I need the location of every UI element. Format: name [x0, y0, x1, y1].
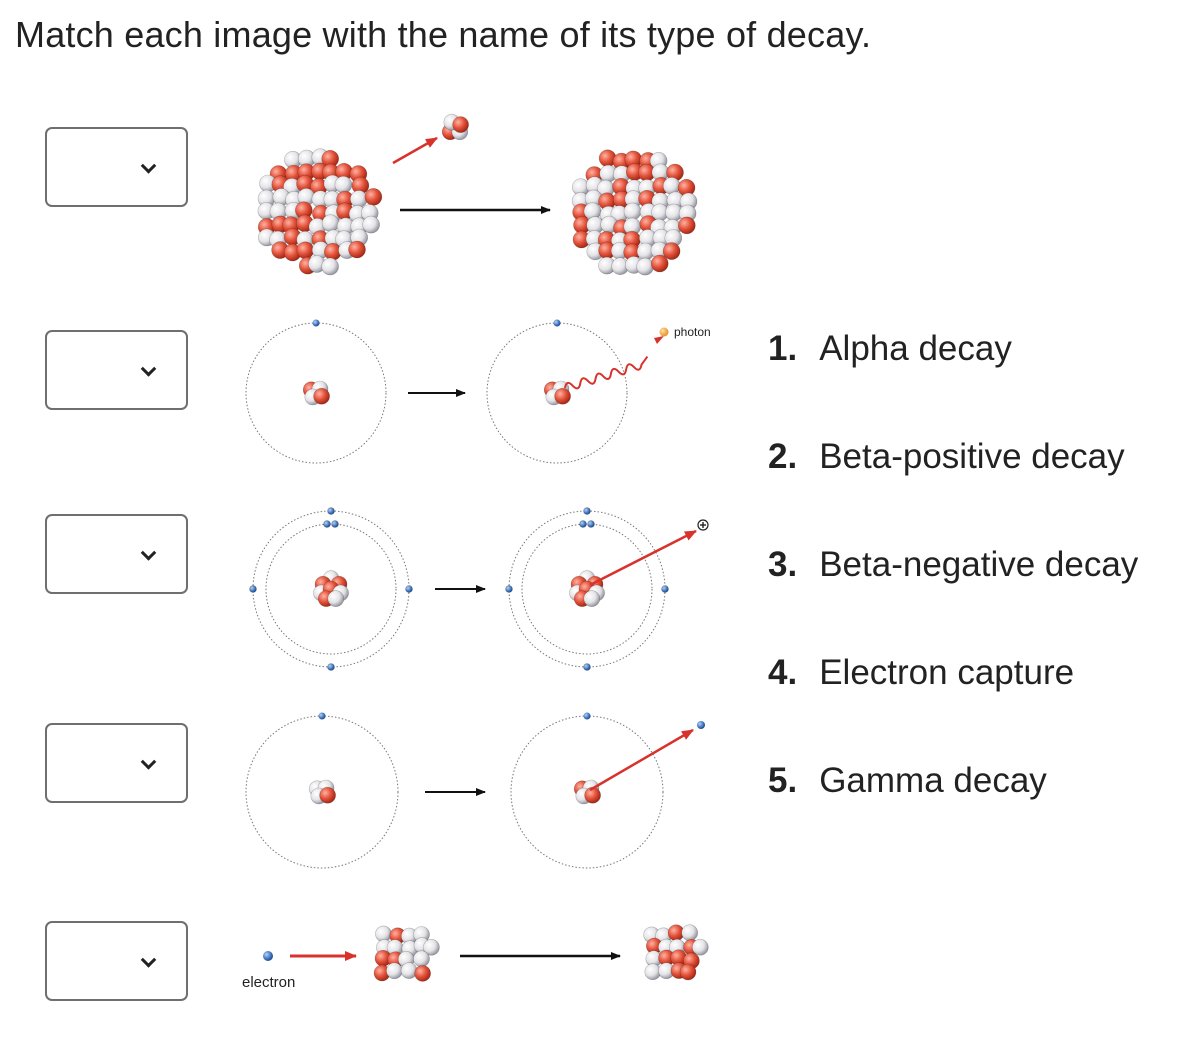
electron — [579, 520, 587, 528]
option-label: Electron capture — [819, 653, 1075, 692]
proton — [650, 254, 669, 273]
electron — [249, 585, 257, 593]
neutron — [413, 950, 430, 968]
option-5: 5. Gamma decay — [768, 761, 1047, 801]
option-4: 4. Electron capture — [768, 653, 1074, 693]
neutron — [327, 590, 345, 607]
option-number: 2. — [768, 437, 798, 476]
electron — [583, 507, 591, 515]
alpha-particle — [441, 113, 469, 141]
neutron — [681, 924, 699, 942]
captured-electron — [263, 951, 273, 961]
gamma-decay-figure: photon — [245, 319, 711, 464]
proton — [313, 387, 330, 405]
electron — [327, 663, 335, 671]
daughter-nucleus — [573, 779, 601, 805]
parent-nucleus — [373, 925, 440, 982]
neutron — [321, 214, 340, 232]
electron — [661, 585, 669, 593]
parent-nucleus — [308, 779, 336, 805]
neutron — [623, 202, 642, 221]
alpha-decay-figure — [257, 113, 698, 276]
beta-negative-decay-figure — [245, 712, 705, 869]
electron-label: electron — [242, 974, 295, 991]
electron — [327, 507, 335, 515]
photon — [659, 327, 669, 337]
option-number: 1. — [768, 329, 798, 368]
neutron — [400, 962, 418, 979]
parent-nucleus — [313, 570, 349, 607]
option-number: 4. — [768, 653, 798, 692]
photon-wave — [564, 355, 649, 390]
electron-capture-figure: electron — [242, 924, 709, 991]
neutron — [349, 190, 368, 208]
neutron — [636, 257, 654, 276]
proton — [348, 240, 366, 259]
daughter-nucleus — [571, 149, 698, 276]
parent-nucleus — [302, 380, 330, 406]
proton — [364, 188, 383, 206]
neutron — [321, 257, 339, 276]
neutron — [334, 175, 353, 194]
electron — [505, 585, 513, 593]
electron — [323, 520, 331, 528]
proton — [319, 786, 336, 804]
option-2: 2. Beta-positive decay — [768, 437, 1125, 477]
option-number: 5. — [768, 761, 798, 800]
proton — [554, 387, 571, 405]
decay-figures: photon electron — [242, 113, 711, 991]
electron — [553, 319, 561, 327]
photon-label: photon — [674, 325, 711, 339]
beta-positive-decay-figure — [249, 507, 709, 671]
option-label: Gamma decay — [819, 761, 1047, 800]
neutron — [691, 938, 709, 956]
electron — [318, 712, 326, 720]
proton — [452, 116, 469, 133]
beta-electron — [697, 721, 705, 729]
proton — [677, 216, 696, 235]
inner-orbit — [521, 523, 653, 655]
daughter-nucleus — [643, 924, 709, 981]
electron — [587, 520, 595, 528]
answer-dropdown-4[interactable] — [45, 723, 188, 803]
neutron — [386, 962, 403, 980]
daughter-nucleus — [543, 380, 571, 406]
option-label: Beta-negative decay — [819, 545, 1139, 584]
answer-dropdown-3[interactable] — [45, 514, 188, 594]
electron — [312, 319, 320, 327]
neutron — [583, 590, 601, 607]
proton — [414, 965, 431, 982]
option-number: 3. — [768, 545, 798, 584]
option-1: 1. Alpha decay — [768, 329, 1012, 369]
proton — [679, 963, 697, 981]
neutron — [362, 215, 380, 234]
electron — [405, 585, 413, 593]
parent-nucleus — [257, 148, 383, 276]
inner-orbit — [265, 523, 397, 655]
neutron — [423, 938, 440, 956]
option-label: Beta-positive decay — [819, 437, 1125, 476]
electron — [331, 520, 339, 528]
answer-dropdown-2[interactable] — [45, 330, 188, 410]
proton — [296, 241, 315, 260]
proton — [662, 242, 681, 260]
electron — [583, 712, 591, 720]
daughter-nucleus — [569, 570, 605, 607]
emission-arrow — [392, 136, 438, 165]
electron — [583, 663, 591, 671]
photon-arrowhead — [654, 336, 664, 344]
beta-electron-path — [589, 728, 694, 792]
answer-dropdown-1[interactable] — [45, 127, 188, 207]
option-label: Alpha decay — [819, 329, 1012, 368]
answer-dropdown-5[interactable] — [45, 921, 188, 1001]
option-3: 3. Beta-negative decay — [768, 545, 1138, 585]
question-prompt: Match each image with the name of its ty… — [15, 14, 872, 55]
positron-path — [589, 529, 697, 587]
